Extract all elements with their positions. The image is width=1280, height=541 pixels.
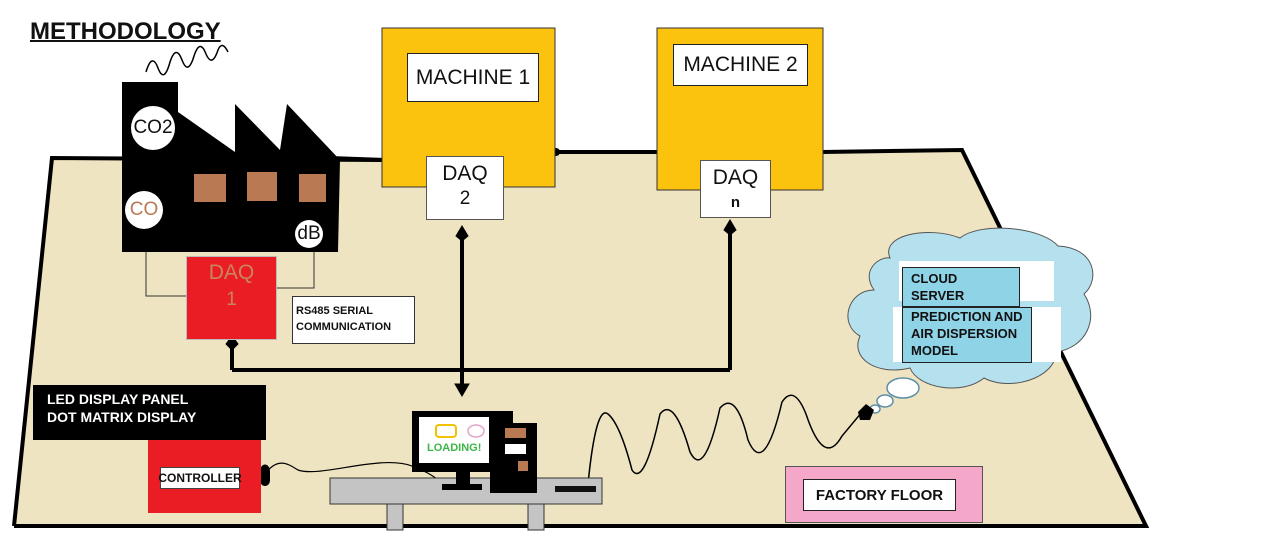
led-display-panel: LED DISPLAY PANEL DOT MATRIX DISPLAY xyxy=(33,385,266,440)
factory-floor-label: FACTORY FLOOR xyxy=(803,479,956,511)
factory-floor-box: FACTORY FLOOR xyxy=(785,466,983,523)
cloud-server-label: CLOUD SERVER xyxy=(902,267,1020,307)
db-label: dB xyxy=(297,223,321,244)
led-panel-line-1: LED DISPLAY PANEL xyxy=(47,391,189,407)
co2-sensor xyxy=(131,106,175,150)
daq-1-number: 1 xyxy=(226,289,237,310)
daq-1-box: DAQ 1 xyxy=(186,256,277,340)
factory-window xyxy=(194,174,226,202)
page-title: METHODOLOGY xyxy=(30,18,221,45)
daq-2-label: DAQ xyxy=(442,162,488,185)
factory-window xyxy=(247,172,277,201)
machine-1-label: MACHINE 1 xyxy=(407,53,539,102)
factory-building xyxy=(122,82,340,252)
co2-label: CO2 xyxy=(133,117,173,138)
data-connections xyxy=(225,219,737,397)
daq-n-number: n xyxy=(730,194,741,211)
factory-window xyxy=(299,174,326,202)
machine-2-label: MACHINE 2 xyxy=(673,44,808,86)
daq-1-label: DAQ xyxy=(208,261,255,284)
controller-label: CONTROLLER xyxy=(158,467,242,489)
co-sensor xyxy=(125,191,163,229)
db-sensor xyxy=(295,220,323,248)
daq-n-label: DAQ xyxy=(712,166,759,189)
rs485-label: RS485 SERIAL COMMUNICATION xyxy=(292,296,415,344)
loading-text: LOADING! xyxy=(427,442,482,454)
controller-box: CONTROLLER xyxy=(148,440,261,513)
smoke-squiggle xyxy=(145,44,229,76)
daq-2-number: 2 xyxy=(459,188,471,209)
prediction-model-label: PREDICTION AND AIR DISPERSION MODEL xyxy=(902,307,1032,363)
co-label: CO xyxy=(129,199,159,220)
led-panel-line-2: DOT MATRIX DISPLAY xyxy=(47,409,197,425)
daq-2-box: DAQ 2 xyxy=(426,156,504,220)
wireless-link xyxy=(587,394,863,485)
model-panel: PREDICTION AND AIR DISPERSION MODEL xyxy=(893,307,1061,363)
keyboard xyxy=(555,486,596,492)
daq-n-box: DAQ n xyxy=(700,160,771,218)
cloud-server-panel: CLOUD SERVER xyxy=(899,261,1054,307)
